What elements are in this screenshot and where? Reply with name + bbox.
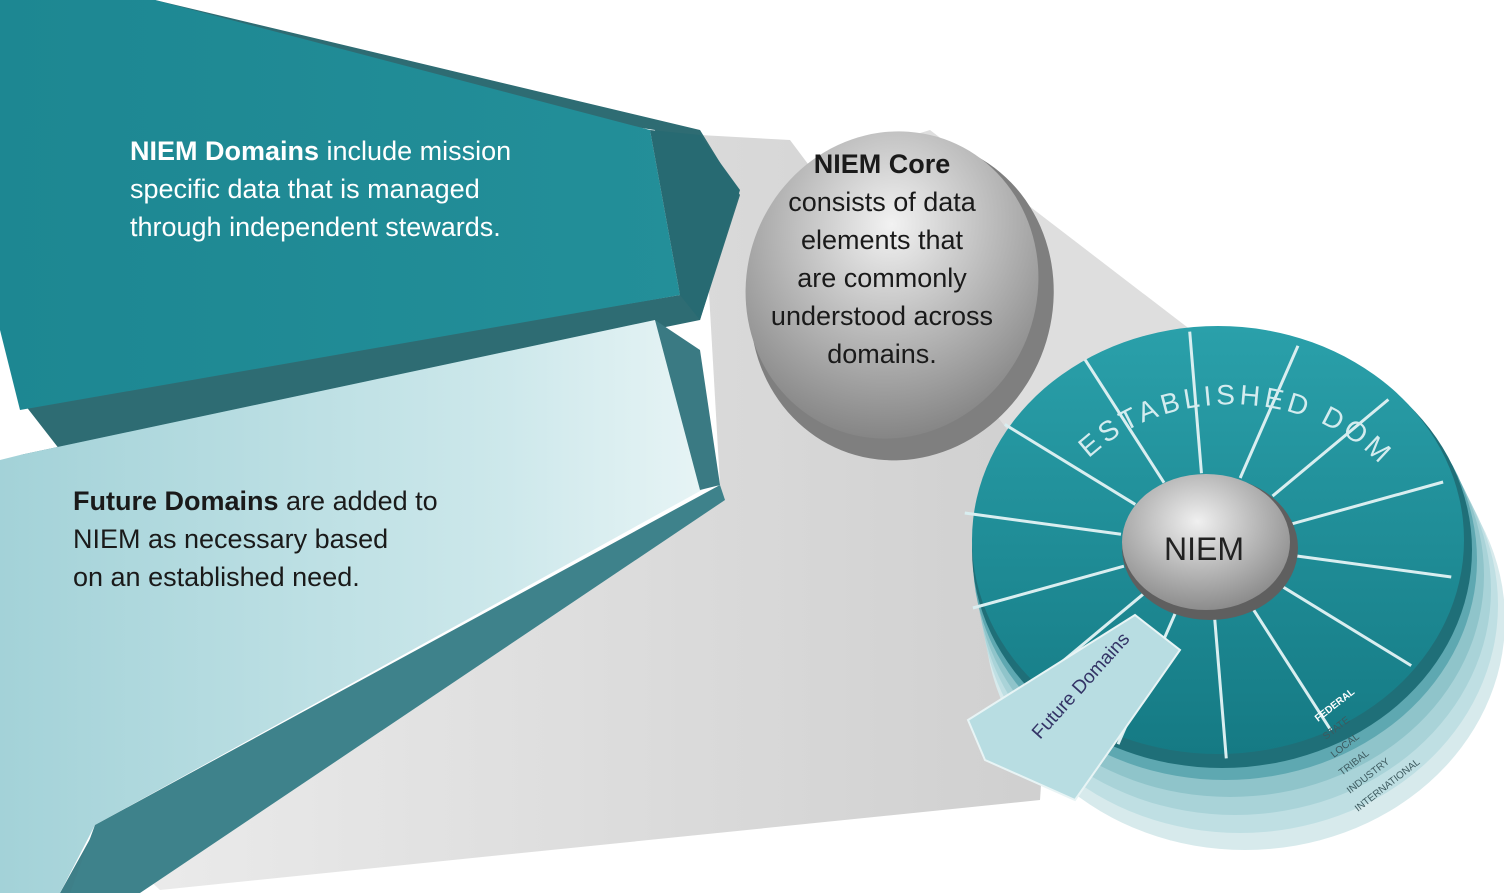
future-domains-description: Future Domains are added to NIEM as nece… [73, 482, 503, 596]
niem-core-title: NIEM Core [813, 149, 951, 179]
wheel-spoke [1083, 358, 1166, 484]
niem-domains-line3: through independent stewards. [130, 212, 501, 242]
niem-domains-title: NIEM Domains [130, 136, 320, 166]
hub-label: NIEM [1164, 531, 1244, 567]
future-domains-line1: are added to [286, 486, 438, 516]
wheel-spoke [964, 511, 1122, 536]
future-domains-band [0, 320, 725, 893]
wheel-spoke [1291, 480, 1444, 526]
niem-core-ellipse [745, 131, 1054, 461]
niem-core-line: elements that [800, 225, 964, 255]
niem-domains-line1: include mission [326, 136, 512, 166]
niem-core-description: NIEM Core consists of data elements that… [752, 145, 1012, 373]
niem-domains-line2: specific data that is managed [130, 174, 480, 204]
wheel-spoke [1004, 423, 1137, 506]
future-domains-line3: on an established need. [73, 562, 360, 592]
future-domains-wedge [966, 613, 1182, 802]
wheel-spoke [1279, 584, 1412, 667]
niem-hub [1122, 474, 1290, 610]
wheel-spoke [1294, 554, 1452, 579]
niem-core-line: consists of data [788, 187, 976, 217]
wheel-spoke [1188, 331, 1203, 474]
wheel-spoke [1213, 616, 1228, 759]
wheel-spoke [972, 564, 1125, 610]
niem-core-line: domains. [827, 339, 937, 369]
niem-core-line: understood across [770, 301, 994, 331]
wheel-spoke [1271, 398, 1390, 498]
niem-domains-description: NIEM Domains include mission specific da… [130, 132, 600, 246]
future-domains-line2: NIEM as necessary based [73, 524, 389, 554]
wheel-spoke [1250, 606, 1333, 732]
future-domains-title: Future Domains [73, 486, 279, 516]
niem-core-line: are commonly [797, 263, 967, 293]
wheel-spoke [1238, 345, 1300, 479]
niem-domains-band [0, 0, 740, 450]
